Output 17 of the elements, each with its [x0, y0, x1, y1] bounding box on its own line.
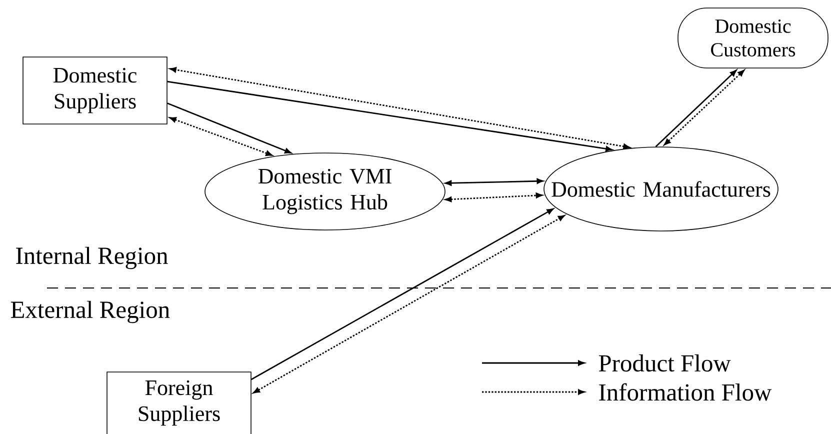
- arrow: [170, 67, 630, 150]
- region-label: External Region: [10, 300, 170, 324]
- arrow: [444, 192, 543, 202]
- region-label: Internal Region: [16, 246, 168, 270]
- ellipse-node: Domestic Manufacturers: [544, 146, 778, 232]
- text-box: Domestic Suppliers: [22, 56, 168, 124]
- rounded-box: Domestic Customers: [678, 8, 828, 68]
- arrow: [170, 117, 272, 156]
- legend-label: Product Flow: [598, 354, 731, 372]
- legend-label: Information Flow: [599, 383, 772, 401]
- text-box: Foreign Suppliers: [106, 372, 252, 434]
- ellipse-node: Domestic VMI Logistics Hub: [204, 152, 446, 230]
- arrow: [167, 102, 292, 154]
- arrow: [444, 178, 544, 186]
- arrow: [655, 70, 737, 148]
- arrow: [664, 70, 744, 146]
- arrow: [167, 80, 612, 152]
